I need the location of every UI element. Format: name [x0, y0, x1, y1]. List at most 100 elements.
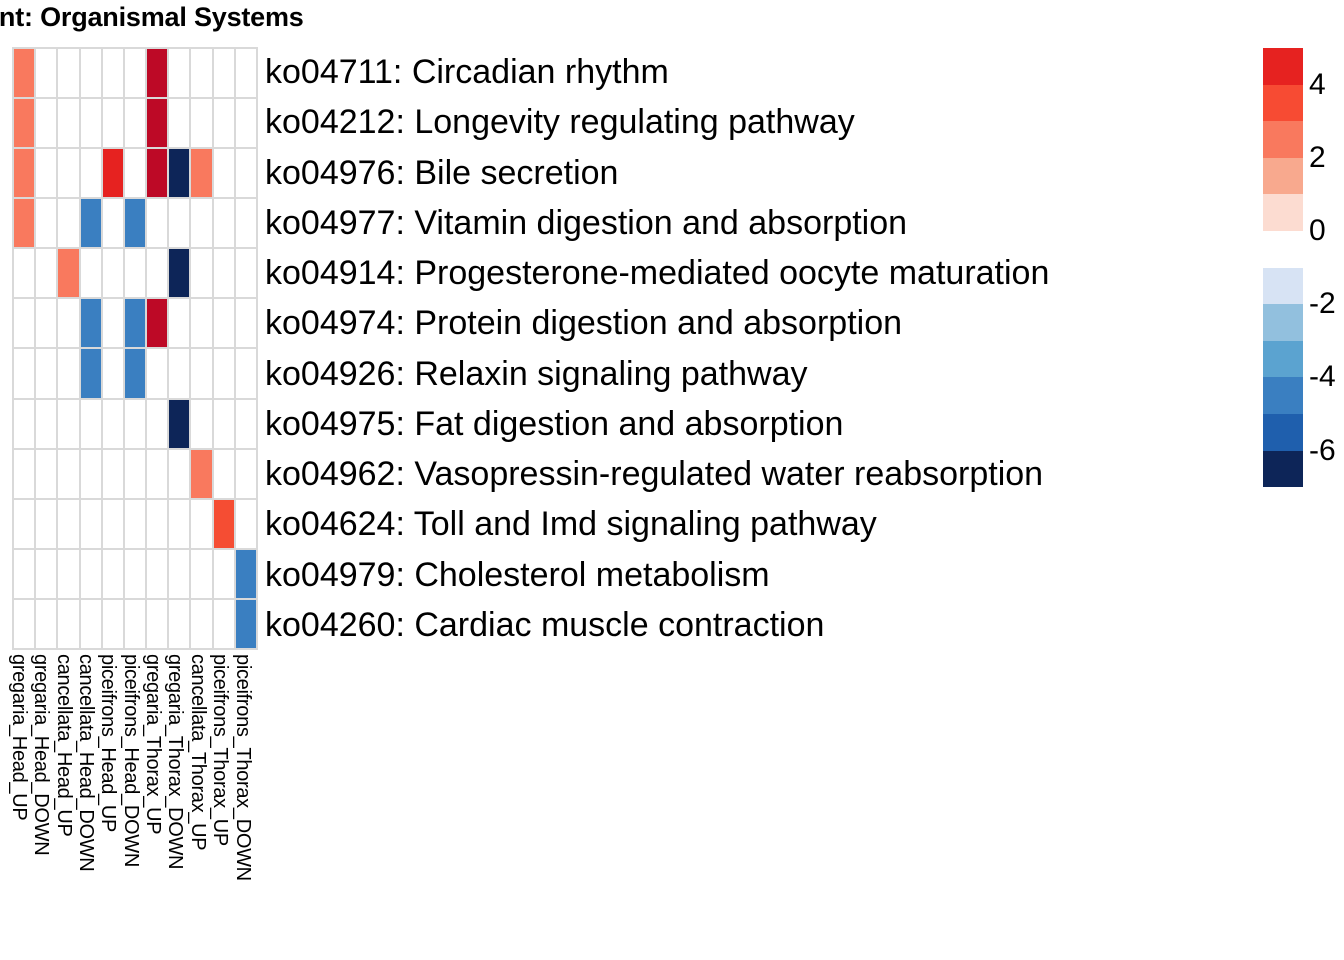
heatmap-cell — [80, 499, 101, 548]
heatmap-cell — [36, 349, 57, 398]
heatmap-cell — [14, 349, 35, 398]
heatmap-cell — [235, 599, 256, 648]
heatmap-cell — [80, 49, 101, 98]
row-label: ko04962: Vasopressin-regulated water rea… — [265, 455, 1044, 493]
heatmap-cell — [169, 449, 190, 498]
heatmap-cell — [14, 449, 35, 498]
row-label: ko04979: Cholesterol metabolism — [265, 555, 770, 594]
colorbar-swatch — [1263, 194, 1303, 231]
heatmap-cell — [213, 549, 234, 598]
column-label: gregaria_Thorax_DOWN — [164, 654, 187, 870]
heatmap-cell — [102, 249, 123, 298]
heatmap-cell — [102, 99, 123, 148]
heatmap-cell — [58, 249, 79, 298]
colorbar-swatch — [1263, 121, 1303, 158]
heatmap-cell — [124, 199, 146, 248]
heatmap-cell — [36, 149, 57, 198]
row-label: ko04914: Progesterone-mediated oocyte ma… — [265, 254, 1050, 292]
heatmap-cell — [14, 49, 35, 98]
colorbar-swatch — [1263, 450, 1303, 488]
heatmap-cell — [14, 199, 35, 248]
heatmap-cell — [102, 299, 123, 348]
heatmap-cell — [147, 149, 168, 198]
heatmap-cell — [36, 449, 57, 498]
heatmap-cell — [102, 499, 123, 548]
heatmap-cell — [14, 499, 35, 548]
heatmap-cell — [36, 249, 57, 298]
colorbar-swatch — [1263, 340, 1303, 378]
colorbar-swatch — [1263, 413, 1303, 451]
heatmap-cell — [147, 449, 168, 498]
heatmap-cell — [102, 399, 123, 448]
heatmap-cell — [147, 499, 168, 548]
heatmap-cell — [191, 99, 212, 148]
heatmap-cell — [58, 199, 79, 248]
column-label: cancellata_Head_DOWN — [74, 654, 97, 872]
heatmap-cell — [191, 299, 212, 348]
heatmap-cell — [58, 49, 79, 98]
heatmap-cell — [14, 149, 35, 198]
heatmap-cell — [213, 199, 234, 248]
heatmap-cell — [235, 149, 256, 198]
colorbar-legend — [1263, 48, 1303, 488]
heatmap-cell — [58, 99, 79, 148]
row-label: ko04260: Cardiac muscle contraction — [265, 605, 825, 644]
page-title: hment: Organismal Systems — [0, 2, 304, 32]
heatmap-cell — [235, 199, 256, 248]
heatmap-cell — [80, 249, 101, 298]
column-label: gregaria_Head_UP — [7, 654, 30, 821]
heatmap-cell — [191, 49, 212, 98]
heatmap-cell — [80, 299, 101, 348]
heatmap-cell — [191, 549, 212, 598]
heatmap-cell — [124, 449, 146, 498]
heatmap-cell — [213, 349, 234, 398]
heatmap-cell — [36, 99, 57, 148]
colorbar-swatch — [1263, 267, 1303, 305]
heatmap-cell — [147, 199, 168, 248]
heatmap-cell — [124, 349, 146, 398]
heatmap-cell — [58, 449, 79, 498]
heatmap-cell — [213, 49, 234, 98]
heatmap-cell — [213, 249, 234, 298]
heatmap-cell — [36, 549, 57, 598]
heatmap-cell — [147, 349, 168, 398]
heatmap-cell — [213, 99, 234, 148]
row-label: ko04977: Vitamin digestion and absorptio… — [265, 203, 908, 242]
heatmap-cell — [80, 449, 101, 498]
heatmap-cell — [124, 499, 146, 548]
heatmap-cell — [14, 599, 35, 648]
heatmap-cell — [80, 199, 101, 248]
heatmap-cell — [169, 399, 190, 448]
row-label: ko04974: Protein digestion and absorptio… — [265, 304, 903, 343]
column-label: gregaria_Thorax_UP — [142, 654, 165, 835]
heatmap-cell — [169, 349, 190, 398]
heatmap-cell — [235, 499, 256, 548]
row-label: ko04212: Longevity regulating pathway — [265, 103, 855, 142]
heatmap-grid — [12, 47, 258, 650]
heatmap-cell — [80, 99, 101, 148]
heatmap-cell — [124, 99, 146, 148]
heatmap-cell — [147, 249, 168, 298]
heatmap-cell — [169, 549, 190, 598]
heatmap-cell — [213, 499, 234, 548]
heatmap-cell — [169, 599, 190, 648]
row-label: ko04711: Circadian rhythm — [265, 53, 669, 91]
colorbar-tick-label: -4 — [1309, 360, 1336, 394]
colorbar-tick-label: 2 — [1309, 140, 1326, 174]
heatmap-cell — [58, 399, 79, 448]
heatmap-cell — [235, 449, 256, 498]
heatmap-cell — [80, 599, 101, 648]
colorbar-tick-label: 4 — [1309, 67, 1326, 101]
heatmap-cell — [191, 349, 212, 398]
colorbar-swatch — [1263, 377, 1303, 414]
heatmap-cell — [80, 149, 101, 198]
column-label: gregaria_Head_DOWN — [30, 654, 53, 856]
heatmap-cell — [169, 499, 190, 548]
heatmap-cell — [36, 49, 57, 98]
heatmap-cell — [14, 249, 35, 298]
column-label: cancellata_Head_UP — [52, 654, 75, 837]
heatmap-cell — [147, 49, 168, 98]
heatmap-cell — [191, 249, 212, 298]
heatmap-cell — [213, 149, 234, 198]
